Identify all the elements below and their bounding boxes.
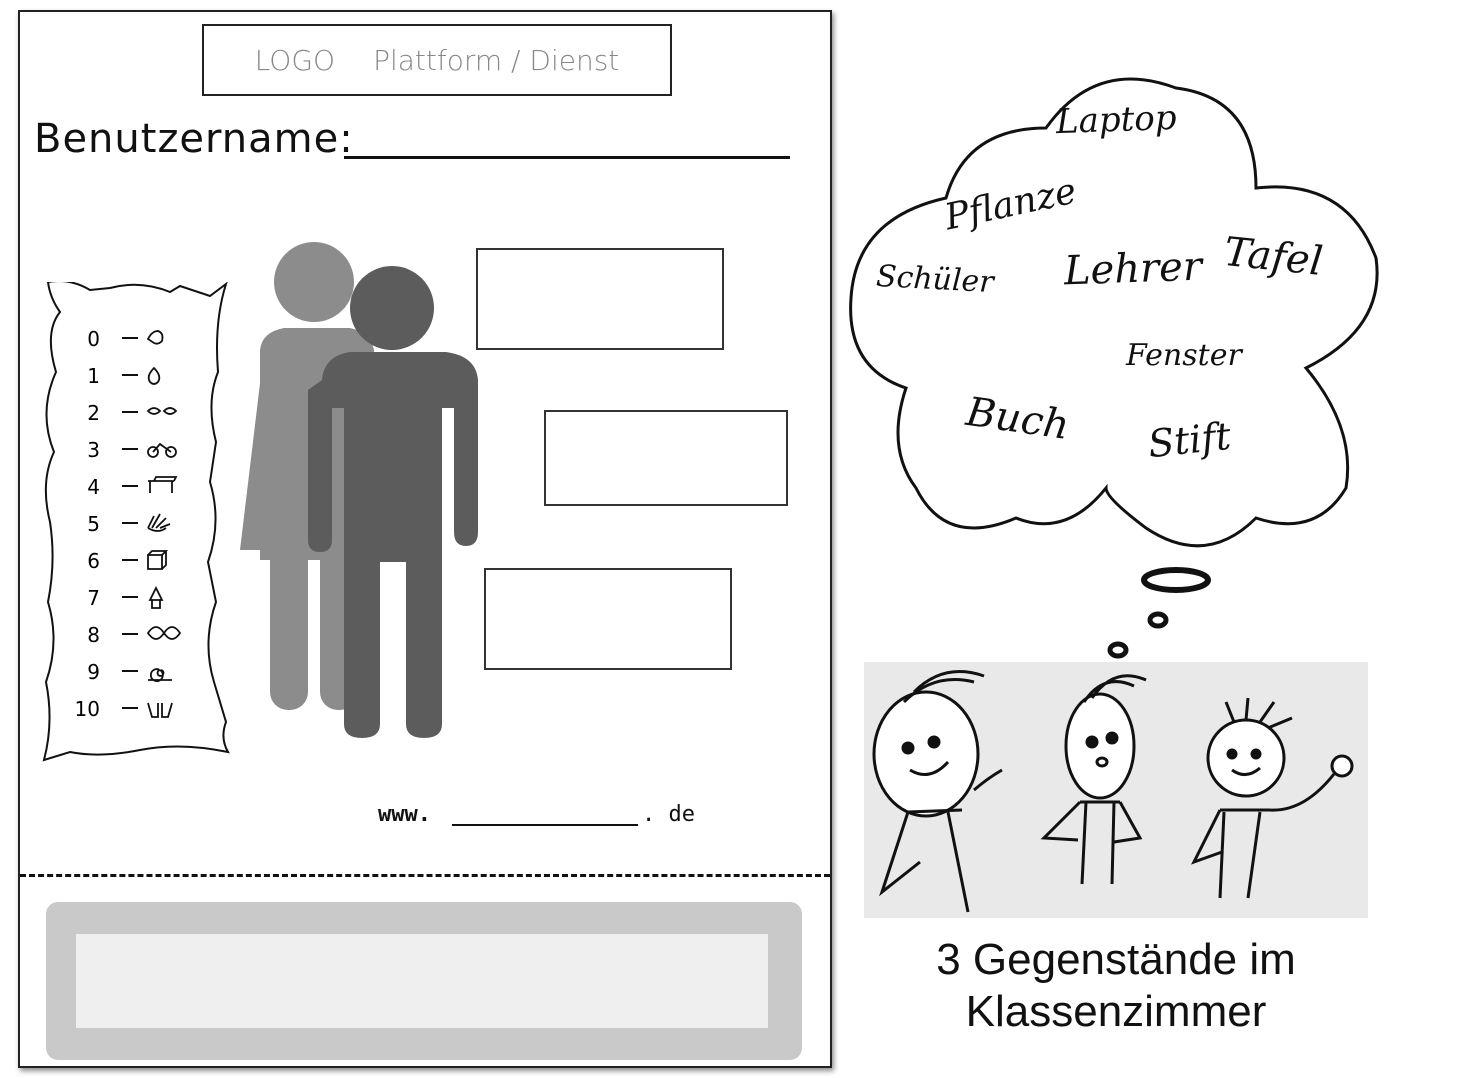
dice-icon bbox=[147, 550, 169, 570]
feet-icon bbox=[147, 702, 173, 718]
stick-figures bbox=[872, 670, 1354, 913]
thought-word: Fenster bbox=[1126, 338, 1242, 373]
platform-label: Plattform / Dienst bbox=[373, 43, 620, 77]
hand-icon bbox=[147, 513, 171, 532]
thought-bubble-medium bbox=[1147, 611, 1169, 629]
logo-box: LOGO Plattform / Dienst bbox=[202, 24, 672, 96]
caption: 3 Gegenstände im Klassenzimmer bbox=[866, 934, 1366, 1038]
thought-bubble-large bbox=[1141, 567, 1211, 593]
eyes-icon bbox=[146, 407, 178, 415]
thought-word: Lehrer bbox=[1063, 243, 1203, 295]
number-label: 1 bbox=[87, 364, 100, 388]
username-line bbox=[344, 156, 790, 159]
bicycle-icon bbox=[147, 442, 177, 458]
thought-word: Schüler bbox=[875, 258, 995, 301]
infinity-icon bbox=[146, 626, 182, 640]
answer-box-3[interactable] bbox=[484, 568, 732, 670]
number-label: 0 bbox=[87, 327, 100, 351]
url-prefix: www. bbox=[378, 802, 431, 827]
url-suffix: . de bbox=[642, 802, 695, 827]
logo-label: LOGO bbox=[254, 43, 336, 77]
number-label: 9 bbox=[87, 660, 100, 684]
kids-illustration bbox=[864, 662, 1368, 918]
url-blank-line bbox=[452, 824, 638, 826]
egg-icon bbox=[147, 366, 161, 385]
caption-line-1: 3 Gegenstände im bbox=[936, 935, 1296, 984]
password-field[interactable] bbox=[76, 934, 768, 1028]
cut-line bbox=[20, 874, 830, 877]
number-label: 8 bbox=[87, 623, 100, 647]
gnome-icon bbox=[148, 585, 164, 609]
lightbulb-icon bbox=[146, 330, 164, 345]
number-label: 5 bbox=[87, 512, 100, 536]
thought-bubble-small bbox=[1107, 641, 1129, 659]
thought-cloud bbox=[849, 77, 1379, 659]
answer-box-1[interactable] bbox=[476, 248, 724, 350]
number-scroll: 0 1 2 3 4 5 6 7 8 9 10 bbox=[42, 282, 230, 762]
number-label: 6 bbox=[87, 549, 100, 573]
worksheet: LOGO Plattform / Dienst Benutzername: 0 1… bbox=[18, 10, 832, 1068]
table-icon bbox=[148, 476, 178, 493]
username-label: Benutzername: bbox=[34, 116, 354, 162]
people-silhouettes bbox=[240, 242, 478, 738]
password-strip bbox=[46, 902, 802, 1060]
number-label: 4 bbox=[87, 475, 100, 499]
answer-box-2[interactable] bbox=[544, 410, 788, 506]
number-label: 3 bbox=[87, 438, 100, 462]
number-label: 7 bbox=[87, 586, 100, 610]
thought-word: Laptop bbox=[1055, 97, 1178, 143]
number-label: 2 bbox=[87, 401, 100, 425]
caption-line-2: Klassenzimmer bbox=[965, 987, 1267, 1036]
snail-icon bbox=[148, 668, 172, 682]
man-icon bbox=[308, 266, 478, 738]
thought-word: Stift bbox=[1145, 413, 1233, 467]
number-label: 10 bbox=[75, 697, 100, 721]
